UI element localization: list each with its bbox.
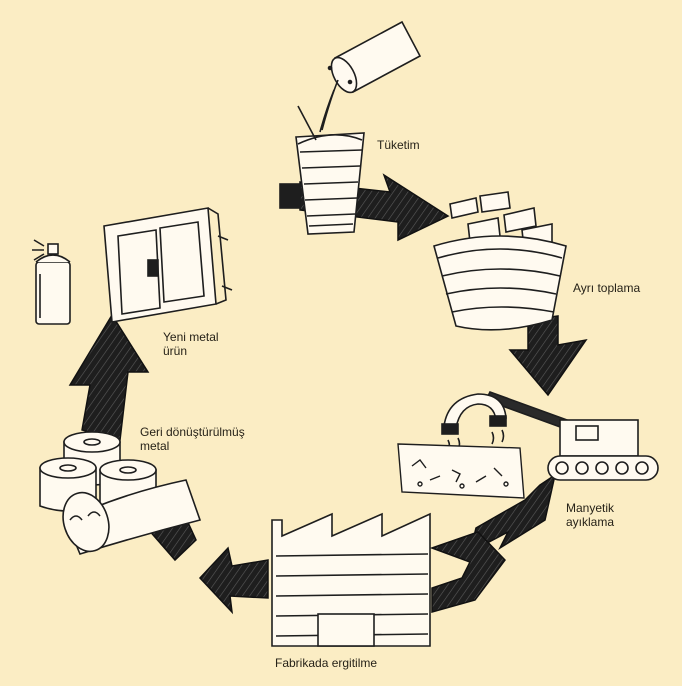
arrow-melting-right-segment <box>432 532 505 612</box>
label-factory-melting: Fabrikada ergitilme <box>275 656 377 670</box>
label-recycled-metal-line-2: metal <box>140 439 245 453</box>
label-new-metal-product-line-2: ürün <box>163 344 219 358</box>
factory-icon <box>272 514 430 646</box>
scrap-ground-icon <box>398 444 524 498</box>
collection-basket-icon <box>434 192 566 330</box>
label-recycled-metal-line-1: Geri dönüştürülmüş <box>140 425 245 439</box>
arrow-melting-to-recycled <box>200 548 268 612</box>
label-consumption: Tüketim <box>377 138 420 152</box>
label-new-metal-product: Yeni metal ürün <box>163 330 219 358</box>
label-recycled-metal: Geri dönüştürülmüş metal <box>140 425 245 453</box>
label-magnetic-sorting-line-2: ayıklama <box>566 515 614 529</box>
label-magnetic-sorting: Manyetik ayıklama <box>566 501 614 529</box>
label-separate-collection: Ayrı toplama <box>573 281 640 295</box>
magnet-icon <box>442 394 506 452</box>
beverage-can-icon <box>320 22 420 132</box>
label-new-metal-product-line-1: Yeni metal <box>163 330 219 344</box>
window-frame-icon <box>104 208 232 322</box>
label-magnetic-sorting-line-1: Manyetik <box>566 501 614 515</box>
arrow-recycled-to-new-product <box>70 315 148 440</box>
spray-can-icon <box>32 240 70 324</box>
